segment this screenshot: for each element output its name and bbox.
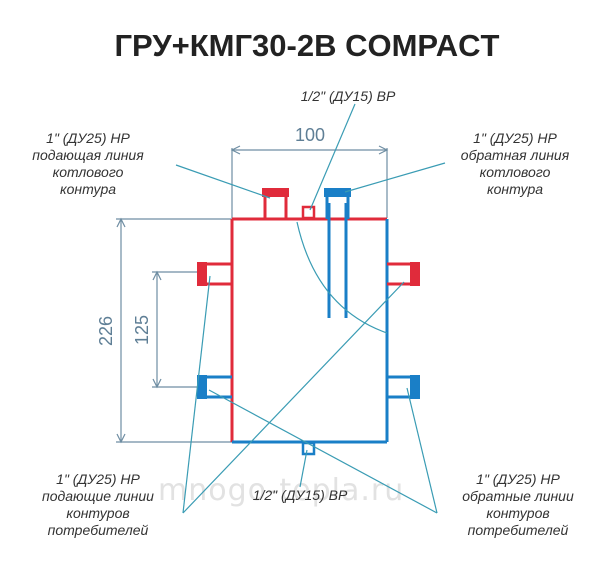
svg-text:1" (ДУ25) НР: 1" (ДУ25) НР	[56, 471, 140, 487]
top-port-label: 1/2" (ДУ15) ВР	[301, 88, 396, 104]
height-dimension: 226	[96, 316, 116, 346]
manifold-body	[230, 217, 389, 444]
return-consumers-label: 1" (ДУ25) НР обратные линии контуров пот…	[462, 471, 574, 538]
svg-text:контуров: контуров	[486, 505, 549, 521]
width-dimension: 100	[295, 125, 325, 145]
svg-text:обратные линии: обратные линии	[462, 488, 574, 504]
watermark: mnogo-tepla.ru	[158, 473, 404, 508]
svg-text:потребителей: потребителей	[468, 522, 569, 538]
svg-text:котлового: котлового	[53, 164, 124, 180]
top-half-inch-port	[301, 205, 316, 220]
right-return-consumer-port	[387, 375, 420, 399]
svg-text:1" (ДУ25) НР: 1" (ДУ25) НР	[473, 130, 557, 146]
supply-boiler-label: 1" (ДУ25) НР подающая линия котлового ко…	[32, 130, 144, 197]
svg-text:подающая линия: подающая линия	[32, 147, 144, 163]
left-supply-consumer-port	[197, 262, 232, 286]
page-title: ГРУ+КМГ30-2В COMPACT	[114, 28, 499, 63]
svg-text:1" (ДУ25) НР: 1" (ДУ25) НР	[476, 471, 560, 487]
supply-consumers-label: 1" (ДУ25) НР подающие линии контуров пот…	[42, 471, 154, 538]
return-inner-tube	[327, 203, 348, 318]
svg-text:обратная линия: обратная линия	[461, 147, 570, 163]
right-supply-consumer-port	[387, 262, 420, 286]
svg-text:контуров: контуров	[66, 505, 129, 521]
svg-text:контура: контура	[60, 181, 116, 197]
svg-text:1" (ДУ25) НР: 1" (ДУ25) НР	[46, 130, 130, 146]
dimension-lines	[116, 145, 389, 444]
spacing-dimension: 125	[132, 315, 152, 345]
top-supply-port	[262, 188, 289, 219]
top-return-port	[324, 188, 351, 219]
svg-text:потребителей: потребителей	[48, 522, 149, 538]
svg-text:контура: контура	[487, 181, 543, 197]
return-boiler-label: 1" (ДУ25) НР обратная линия котлового ко…	[461, 130, 570, 197]
leader-lines	[175, 103, 446, 514]
bottom-half-inch-port	[301, 441, 316, 456]
bottom-port-label: 1/2" (ДУ15) ВР	[253, 487, 348, 503]
svg-text:котлового: котлового	[480, 164, 551, 180]
left-return-consumer-port	[197, 375, 232, 399]
svg-text:подающие линии: подающие линии	[42, 488, 154, 504]
